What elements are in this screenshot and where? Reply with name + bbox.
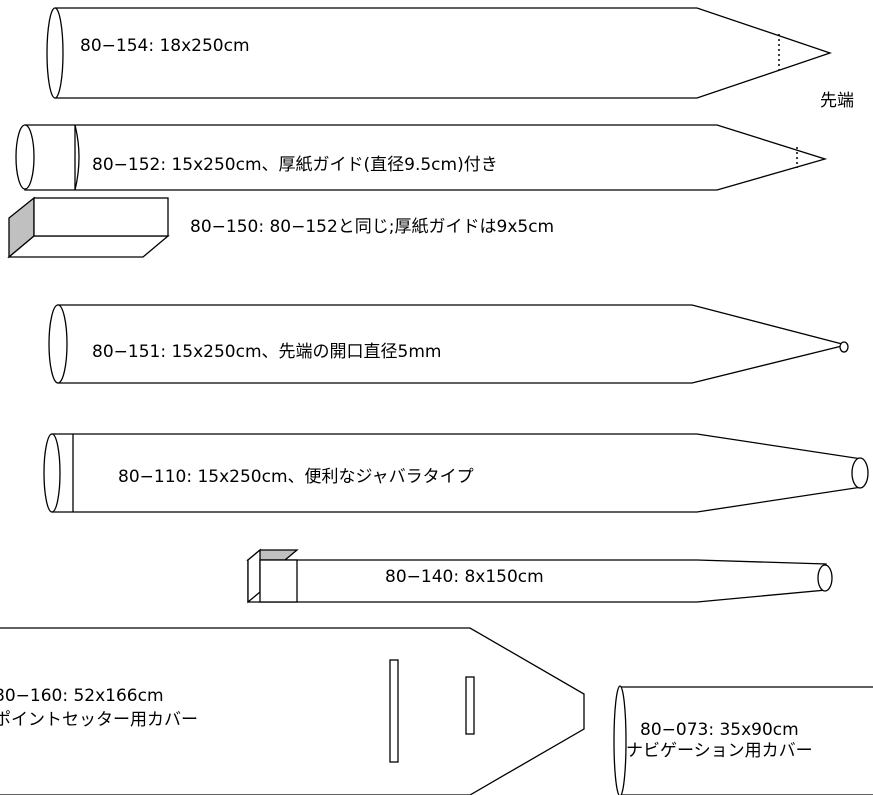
sleeve-80-154-opening bbox=[46, 7, 64, 99]
sleeve-80-151-opening bbox=[48, 304, 68, 384]
sleeve-80-140: 80−140: 8x150cm bbox=[246, 548, 833, 604]
sleeve-80-110-opening bbox=[43, 433, 61, 513]
cover-80-160-slot-right bbox=[465, 676, 475, 735]
guide-box-80-150-front bbox=[33, 197, 169, 237]
cover-80-160-slot-left bbox=[389, 659, 399, 763]
cover-80-160-label-line2: ポイントセッター用カバー bbox=[0, 710, 198, 730]
sleeve-80-151-label: 80−151: 15x250cm、先端の開口直径5mm bbox=[92, 342, 441, 362]
cover-80-073: 80−073: 35x90cm ナビゲーション用カバー bbox=[613, 685, 873, 795]
cover-80-073-label-line2: ナビゲーション用カバー bbox=[626, 741, 813, 761]
sleeve-80-154-label: 80−154: 18x250cm bbox=[80, 36, 250, 56]
cover-80-073-opening bbox=[613, 685, 627, 795]
sleeve-80-110-tip-opening bbox=[851, 457, 869, 489]
sleeve-80-151: 80−151: 15x250cm、先端の開口直径5mm bbox=[48, 304, 849, 384]
guide-box-80-140-front bbox=[259, 559, 298, 603]
guide-box-80-140-side bbox=[247, 548, 261, 604]
guide-box-80-150: 80−150: 80−152と同じ;厚紙ガイドは9x5cm bbox=[7, 196, 554, 259]
sleeve-80-110-label: 80−110: 15x250cm、便利なジャバラタイプ bbox=[118, 467, 474, 487]
guide-box-80-150-label: 80−150: 80−152と同じ;厚紙ガイドは9x5cm bbox=[190, 217, 554, 237]
cover-80-073-label-line1: 80−073: 35x90cm bbox=[640, 720, 799, 740]
sleeve-80-152-label: 80−152: 15x250cm、厚紙ガイド(直径9.5cm)付き bbox=[92, 155, 498, 175]
sleeve-80-140-tip-opening bbox=[817, 564, 833, 592]
cover-80-160: 80−160: 52x166cm ポイントセッター用カバー bbox=[0, 627, 585, 795]
cover-80-160-body bbox=[0, 627, 585, 795]
tip-annotation: 先端 bbox=[820, 91, 854, 111]
guide-ring-80-152 bbox=[15, 124, 35, 190]
sleeve-80-110: 80−110: 15x250cm、便利なジャバラタイプ bbox=[43, 433, 869, 513]
sleeve-80-152: 80−152: 15x250cm、厚紙ガイド(直径9.5cm)付き bbox=[15, 124, 828, 191]
cover-80-160-label-line1: 80−160: 52x166cm bbox=[0, 686, 164, 706]
sleeve-80-154: 80−154: 18x250cm bbox=[46, 7, 833, 99]
guide-ring-80-152-rear-curve bbox=[74, 124, 80, 191]
sleeve-80-140-label: 80−140: 8x150cm bbox=[385, 567, 544, 587]
guide-box-80-150-bottom bbox=[7, 235, 170, 258]
sleeve-80-151-tip-opening bbox=[839, 341, 849, 353]
